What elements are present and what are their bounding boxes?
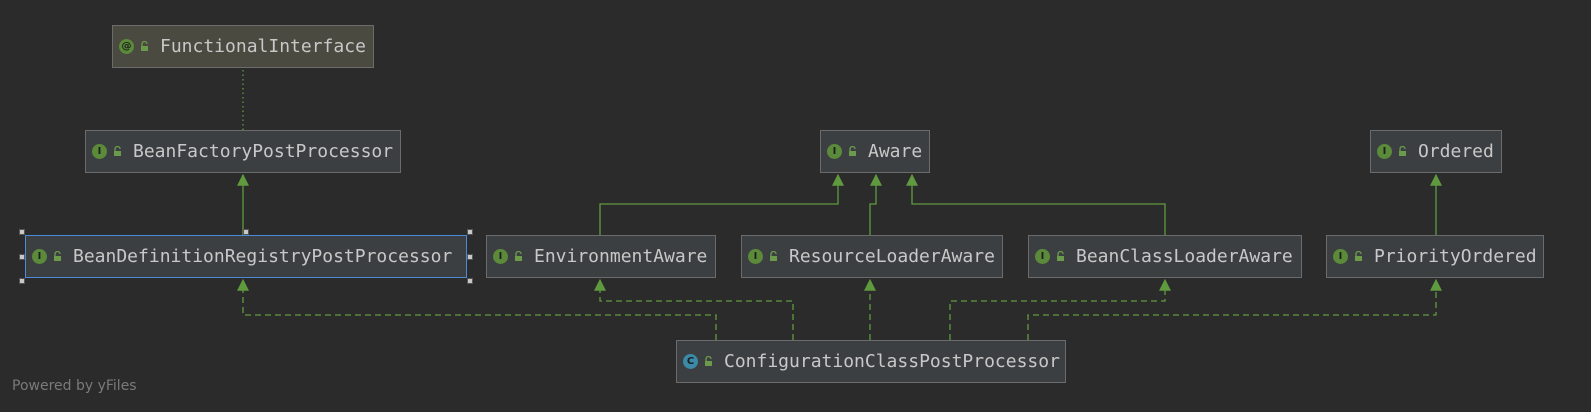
selection-resize-handle[interactable] [467,278,473,284]
node-environment-aware[interactable]: I EnvironmentAware [486,235,716,278]
class-icon: C [683,354,698,369]
node-label: BeanClassLoaderAware [1076,246,1293,267]
edge-implements-configuration-class-post-processor-to-environment-aware[interactable] [594,278,794,340]
annotation-icon: @ [119,39,134,54]
node-bean-factory-post-processor[interactable]: I BeanFactoryPostProcessor [85,130,401,173]
selection-resize-handle[interactable] [467,229,473,235]
interface-icon: I [32,249,47,264]
node-aware[interactable]: I Aware [820,130,930,173]
public-visibility-icon [515,251,522,261]
node-label: ResourceLoaderAware [789,246,995,267]
edge-extends-resource-loader-aware-to-aware[interactable] [869,173,882,235]
selection-resize-handle[interactable] [243,229,249,235]
yfiles-credit: Powered by yFiles [12,378,137,394]
edge-implements-configuration-class-post-processor-to-bean-definition-registry-post-processor[interactable] [237,278,717,340]
selection-resize-handle[interactable] [19,278,25,284]
public-visibility-icon [114,146,121,156]
selection-resize-handle[interactable] [19,229,25,235]
interface-icon: I [1333,249,1348,264]
interface-icon: I [493,249,508,264]
edge-extends-bean-class-loader-aware-to-aware[interactable] [906,173,1166,235]
interface-icon: I [827,144,842,159]
interface-icon: I [1377,144,1392,159]
node-configuration-class-post-processor[interactable]: C ConfigurationClassPostProcessor [676,340,1066,383]
public-visibility-icon [1057,251,1064,261]
node-bean-class-loader-aware[interactable]: I BeanClassLoaderAware [1028,235,1302,278]
node-label: Aware [868,141,923,162]
edge-implements-configuration-class-post-processor-to-priority-ordered[interactable] [1027,278,1442,340]
public-visibility-icon [1355,251,1362,261]
selection-resize-handle[interactable] [467,253,473,260]
node-priority-ordered[interactable]: I PriorityOrdered [1326,235,1544,278]
public-visibility-icon [1399,146,1406,156]
selection-resize-handle[interactable] [19,253,25,260]
public-visibility-icon [849,146,856,156]
edge-extends-environment-aware-to-aware[interactable] [599,173,844,235]
node-functional-interface[interactable]: @ FunctionalInterface [112,25,374,68]
node-label: BeanFactoryPostProcessor [133,141,394,162]
node-resource-loader-aware[interactable]: I ResourceLoaderAware [741,235,1003,278]
node-label: BeanDefinitionRegistryPostProcessor [73,246,453,267]
node-label: EnvironmentAware [534,246,708,267]
node-ordered[interactable]: I Ordered [1370,130,1502,173]
public-visibility-icon [54,251,61,261]
interface-icon: I [748,249,763,264]
node-label: ConfigurationClassPostProcessor [724,351,1060,372]
interface-icon: I [92,144,107,159]
public-visibility-icon [705,356,712,366]
public-visibility-icon [141,41,148,51]
node-label: PriorityOrdered [1374,246,1537,267]
node-bean-definition-registry-post-processor[interactable]: I BeanDefinitionRegistryPostProcessor [25,235,467,278]
public-visibility-icon [770,251,777,261]
interface-icon: I [1035,249,1050,264]
edge-implements-configuration-class-post-processor-to-bean-class-loader-aware[interactable] [949,278,1171,340]
node-label: Ordered [1418,141,1494,162]
node-label: FunctionalInterface [160,36,366,57]
